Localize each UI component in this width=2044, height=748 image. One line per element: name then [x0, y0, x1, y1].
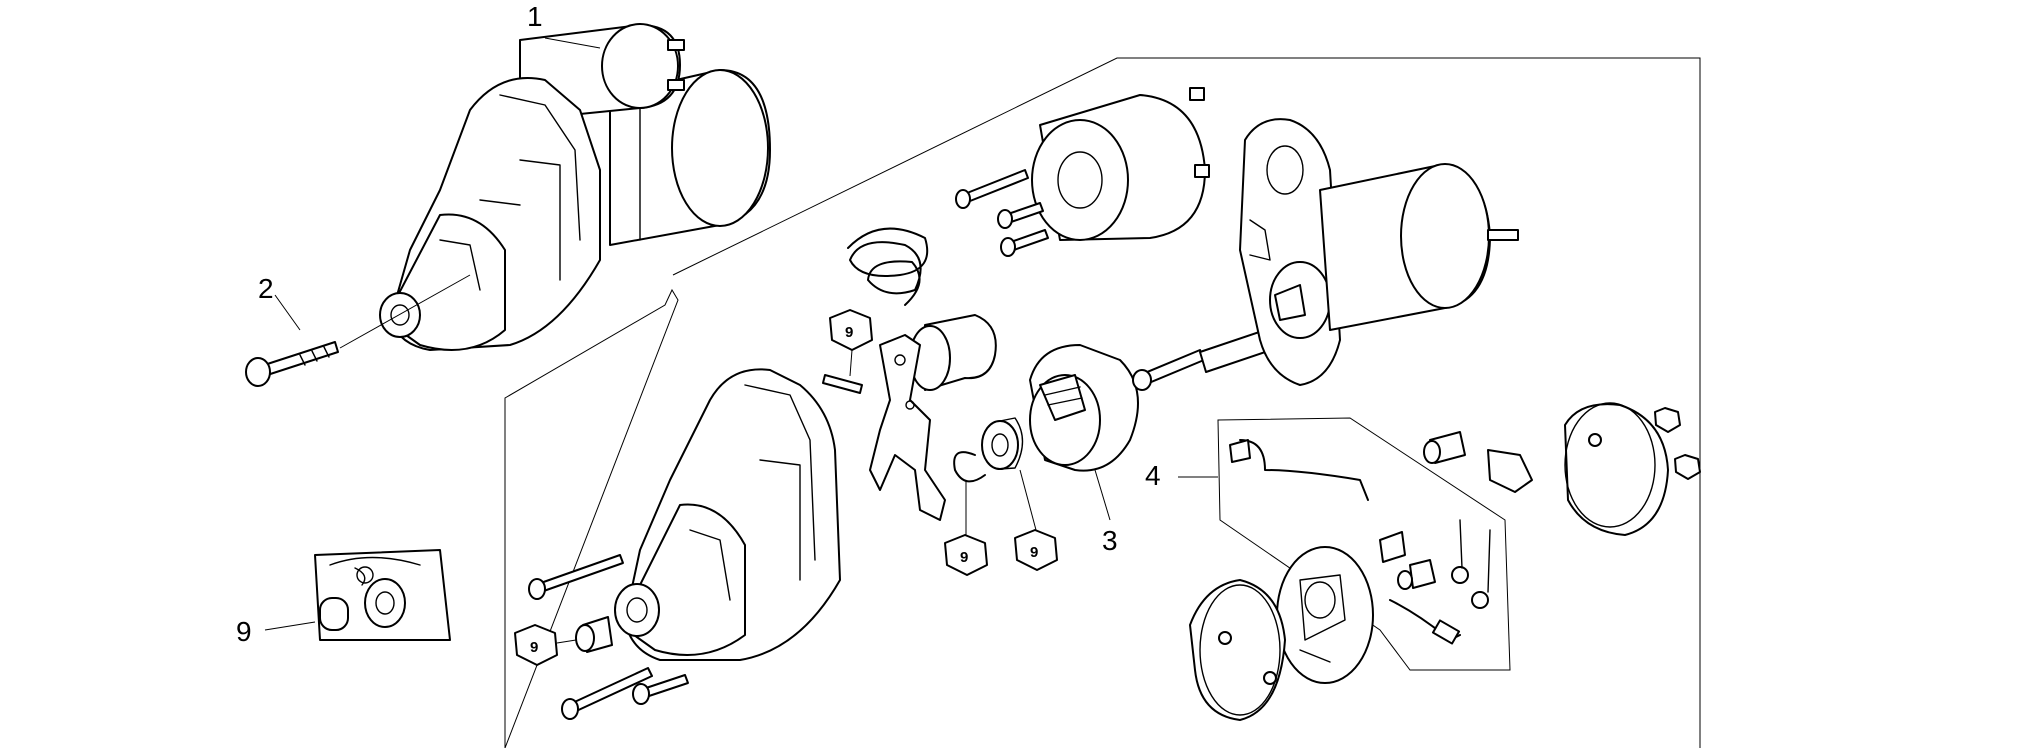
- pivot-pin: [822, 374, 863, 394]
- leader-line-9-sleeve: [556, 639, 577, 644]
- leader-line-1: [544, 37, 601, 49]
- brush-cover-band: [1189, 579, 1286, 721]
- callout-hex-9-washer: 9: [1014, 529, 1058, 571]
- leader-line-2b: [339, 274, 471, 349]
- leader-line-9-washer: [1019, 469, 1037, 531]
- leader-line-2: [274, 294, 301, 331]
- callout-hex-9-sleeve: 9: [514, 624, 558, 666]
- callout-3: 3: [1102, 525, 1118, 556]
- brush-holder-parts: [1229, 439, 1491, 645]
- bolt-item-2: [245, 341, 339, 387]
- solenoid-screws: [955, 169, 1049, 257]
- callout-1: 1: [527, 1, 543, 32]
- svg-text:9: 9: [1030, 544, 1038, 561]
- end-cap: [1564, 402, 1669, 536]
- callout-9-left: 9: [236, 616, 252, 647]
- callout-4: 4: [1145, 460, 1161, 491]
- stop-collar: [981, 417, 1024, 470]
- svg-text:9: 9: [530, 639, 538, 656]
- armature-and-field-housing: [1132, 118, 1519, 391]
- brush-kit-frame: [1217, 417, 1511, 671]
- end-cap-nuts: [1654, 407, 1701, 480]
- assembled-starter-motor: [379, 23, 771, 351]
- leader-line-9-left: [264, 621, 316, 631]
- bushing-sleeve: [575, 616, 613, 653]
- bushings: [1423, 431, 1533, 493]
- callout-hex-9-snap: 9: [944, 534, 988, 576]
- svg-text:9: 9: [960, 549, 968, 566]
- leader-line-9-bracket: [849, 349, 853, 377]
- svg-text:9: 9: [845, 324, 853, 341]
- pinion-drive-item-3: [1029, 344, 1139, 472]
- plunger: [909, 314, 997, 391]
- solenoid-exploded: [1031, 87, 1210, 241]
- commutator-end-plate: [1276, 546, 1374, 684]
- small-parts-kit-9: [314, 549, 451, 641]
- through-bolts: [528, 554, 689, 720]
- exploded-view-frame: [504, 57, 1701, 748]
- return-spring: [847, 227, 929, 306]
- leader-line-3: [1094, 469, 1111, 521]
- callout-2: 2: [258, 273, 274, 304]
- callout-hex-9-bracket: 9: [829, 309, 873, 351]
- drive-end-housing-exploded: [614, 368, 841, 661]
- snap-ring: [953, 451, 986, 483]
- shift-fork: [869, 334, 946, 521]
